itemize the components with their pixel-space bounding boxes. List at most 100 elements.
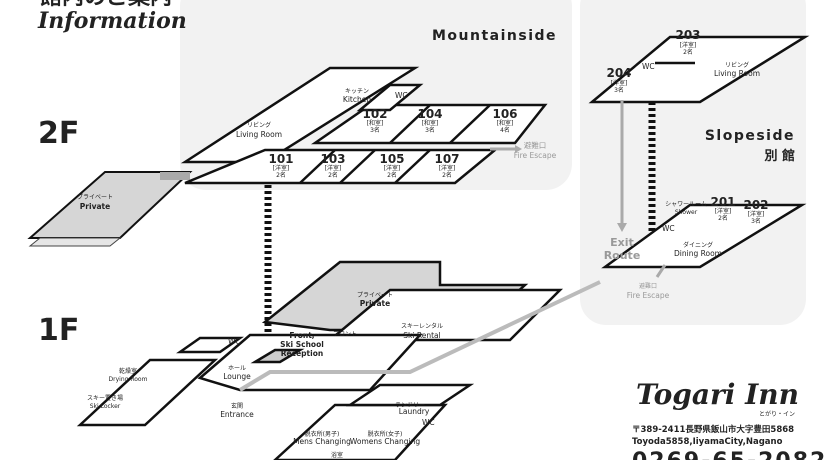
mountainside-rooms-2-number-text: 106 xyxy=(492,107,517,121)
first_floor-drying_ja-text: 乾燥室 xyxy=(119,367,137,375)
reception-label: Front, xyxy=(289,331,314,340)
mountainside-fire_escape_en-text: Fire Escape xyxy=(514,151,557,160)
fire-escape-slopeside: 避難口 Fire Escape xyxy=(627,264,670,300)
phone-number: 0269-65-2082 xyxy=(632,449,827,460)
first_floor-laundry_ja-text: ランドリー xyxy=(395,402,425,409)
brand-block: Togari Inn とがり・イン 〒389-2411長野県飯山市大字豊田586… xyxy=(632,378,827,460)
mountainside-rooms-5-number-text: 105 xyxy=(379,152,404,166)
slopeside-rooms-1-capacity-text: 3名 xyxy=(614,86,624,94)
mountainside-rooms-1-type-text: [和室] xyxy=(422,119,439,127)
slopeside-title-ja: 別 館 xyxy=(763,148,795,164)
room-104[interactable]: 104[和室]3名 xyxy=(417,107,442,134)
first_floor-lounge_ja-text: ホール xyxy=(228,365,246,372)
first_floor-front_ja-text: フロント xyxy=(333,331,357,338)
mountainside-rooms-2-type-text: [和室] xyxy=(497,119,514,127)
first_floor-reception-2-text: Reception xyxy=(281,349,323,358)
slopeside-wc-text: WC xyxy=(662,224,675,233)
slopeside-living_ja-text: リビング xyxy=(725,61,749,69)
first_floor-locker_ja-text: スキー置き場 xyxy=(87,394,123,402)
1f-corridor xyxy=(238,280,601,392)
mountainside-rooms-5-type-text: [洋室] xyxy=(384,164,401,172)
slopeside-dining_en-text: Dining Room xyxy=(674,249,722,258)
slopeside-lower-plan xyxy=(601,203,807,269)
brand-logo: Togari Inn xyxy=(636,378,799,411)
mountainside-rooms-6-number-text: 107 xyxy=(434,152,459,166)
title-ja: 館内のご案内 xyxy=(40,0,172,10)
mountainside-wc-text: WC xyxy=(395,91,408,100)
mountainside-rooms-0-capacity-text: 3名 xyxy=(370,126,380,134)
room-203[interactable]: 203[洋室]2名 xyxy=(675,28,700,56)
first_floor-private_en-text: Private xyxy=(360,299,390,308)
mountainside-kitchen_en-text: Kitchen xyxy=(343,95,371,104)
slopeside-rooms-1-number-text: 204 xyxy=(606,66,631,80)
first_floor-mens_ja-text: 脱衣所(男子) xyxy=(305,430,340,438)
slopeside-rooms-3-type-text: [洋室] xyxy=(748,210,765,218)
slopeside-rooms-0-number-text: 203 xyxy=(675,28,700,42)
room-201[interactable]: 201[洋室]2名 xyxy=(710,195,735,222)
slopeside-dining_ja-text: ダイニング xyxy=(683,241,713,249)
first_floor-ski_rental_en-text: Ski Rental xyxy=(403,331,440,340)
slopeside-wc-text: WC xyxy=(642,62,655,71)
1f-plan xyxy=(76,260,564,460)
slopeside-living_en-text: Living Room xyxy=(714,69,760,78)
first_floor-wc-text: WC xyxy=(228,337,241,346)
address-en: Toyoda5858,IiyamaCity,Nagano xyxy=(632,437,783,447)
mountainside-living_ja-text: リビング xyxy=(247,121,271,129)
room-101[interactable]: 101[洋室]2名 xyxy=(268,152,293,179)
room-202[interactable]: 202[洋室]3名 xyxy=(743,198,768,225)
room-106[interactable]: 106[和室]4名 xyxy=(492,107,517,134)
exit-route: Exit Route xyxy=(604,100,641,262)
first_floor-womens_en-text: Womens Changing xyxy=(350,437,420,446)
mountainside-rooms-4-capacity-text: 2名 xyxy=(328,171,338,179)
first_floor-lounge_en-text: Lounge xyxy=(223,372,251,381)
slopeside-rooms-3-capacity-text: 3名 xyxy=(751,217,761,225)
mountainside-rooms-3-capacity-text: 2名 xyxy=(276,171,286,179)
slopeside-shower_en-text: Shower xyxy=(675,209,698,216)
first_floor-mens_en-text: Mens Changing xyxy=(293,437,351,446)
floor-1f-label: 1F xyxy=(38,313,79,348)
mountainside-rooms-5-capacity-text: 2名 xyxy=(387,171,397,179)
room-103[interactable]: 103[洋室]2名 xyxy=(320,152,345,179)
mountainside-rooms-4-number-text: 103 xyxy=(320,152,345,166)
slopeside-rooms-0-type-text: [洋室] xyxy=(680,41,697,49)
room-107[interactable]: 107[洋室]2名 xyxy=(434,152,459,179)
slopeside-rooms-3-number-text: 202 xyxy=(743,198,768,212)
first_floor-bath_ja-text: 浴室 xyxy=(331,451,343,459)
mountainside-title: Mountainside xyxy=(432,28,557,44)
room-204[interactable]: 204[洋室]3名 xyxy=(606,66,631,94)
mountainside-kitchen_ja-text: キッチン xyxy=(345,88,369,95)
slopeside-shower_ja-text: シャワールーム xyxy=(665,201,707,208)
floor-2f-label: 2F xyxy=(38,116,79,151)
slopeside-title: Slopeside xyxy=(705,128,795,144)
first_floor-private_ja-text: プライベート xyxy=(357,292,393,299)
slopeside-rooms-2-number-text: 201 xyxy=(710,195,735,209)
slopeside-fire_escape_en-text: Fire Escape xyxy=(627,291,670,300)
mountainside-rooms-3-number-text: 101 xyxy=(268,152,293,166)
first_floor-drying_en-text: Drying Room xyxy=(109,376,148,383)
slopeside-upper-plan xyxy=(588,35,810,104)
first_floor-reception-1-text: Ski School xyxy=(280,340,324,349)
brand-name_kana-text: とがり・イン xyxy=(759,410,795,418)
first_floor-entrance_en-text: Entrance xyxy=(220,410,254,419)
fire-escape-arrow-2f: 避難口 Fire Escape xyxy=(490,140,557,160)
first_floor-locker_en-text: Ski Locker xyxy=(90,403,121,410)
slopeside-rooms-1-type-text: [洋室] xyxy=(611,79,628,87)
mountainside-rooms-4-type-text: [洋室] xyxy=(325,164,342,172)
slopeside-fire_escape_ja-text: 避難口 xyxy=(639,282,657,290)
title-en: Information xyxy=(37,8,187,34)
mountainside-fire_escape_ja-text: 避難口 xyxy=(524,140,547,150)
first_floor-wc2-text: WC xyxy=(422,418,435,427)
mountainside-private_en-text: Private xyxy=(80,202,110,211)
room-105[interactable]: 105[洋室]2名 xyxy=(379,152,404,179)
slopeside-rooms-2-capacity-text: 2名 xyxy=(718,214,728,222)
slopeside-exit_route-1-text: Route xyxy=(604,249,641,262)
mountainside-rooms-6-type-text: [洋室] xyxy=(439,164,456,172)
mountainside-living_en-text: Living Room xyxy=(236,130,282,139)
mountainside-rooms-1-number-text: 104 xyxy=(417,107,442,121)
first_floor-ski_rental_ja-text: スキーレンタル xyxy=(401,322,443,330)
slopeside-exit_route-0-text: Exit xyxy=(610,236,634,249)
mountainside-private_ja-text: プライベート xyxy=(77,194,113,201)
room-102[interactable]: 102[和室]3名 xyxy=(362,107,387,134)
2f-private-wing: プライベート Private xyxy=(27,171,193,247)
